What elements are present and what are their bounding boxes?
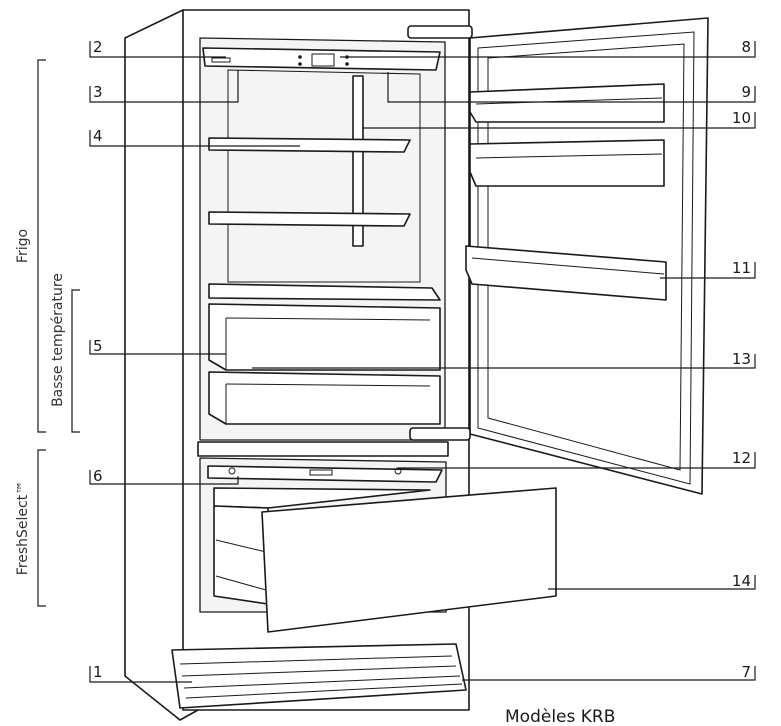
- drawer-rail: [215, 539, 267, 553]
- leader-8: [340, 41, 756, 58]
- bin-edge: [475, 153, 663, 159]
- shelf-over-drawers: [208, 283, 441, 301]
- callout-4: 4: [93, 127, 103, 145]
- grille-slat: [181, 665, 457, 677]
- callout-10: 10: [732, 109, 751, 127]
- door-bin-2: [469, 139, 665, 187]
- leader-7: [462, 666, 756, 681]
- section-label-frigo: Frigo: [15, 229, 31, 263]
- leader-14: [548, 575, 756, 590]
- callout-7: 7: [741, 663, 751, 681]
- leader-11: [660, 262, 756, 279]
- drawer-edge: [225, 317, 431, 321]
- leader-13: [252, 354, 756, 369]
- callout-numbers: 2 3 4 5 6 1 8 9 10 11 12 13 14 7: [93, 38, 751, 681]
- bin-edge: [471, 257, 665, 275]
- glass-shelf-upper: [208, 137, 411, 153]
- control-dot: [345, 62, 349, 66]
- bin-edge: [475, 97, 663, 105]
- door-bin-3: [465, 245, 667, 301]
- bracket-basse: [71, 289, 80, 433]
- freshselect-knob: [228, 467, 236, 475]
- callout-lines: [89, 41, 756, 683]
- leader-5: [89, 340, 226, 355]
- drawer-edge: [225, 383, 431, 387]
- leader-9: [387, 72, 756, 103]
- callout-2: 2: [93, 38, 103, 56]
- model-caption: Modèles KRB: [505, 707, 615, 726]
- callout-9: 9: [741, 83, 751, 101]
- grille-slat: [179, 655, 453, 665]
- control-display: [311, 53, 335, 67]
- drawer-rail: [215, 575, 267, 591]
- section-brackets: Frigo Basse température FreshSelect™: [15, 59, 80, 607]
- door-bin-1: [469, 83, 665, 123]
- door-liner-inner: [487, 43, 685, 471]
- leader-1: [89, 666, 192, 683]
- low-temp-drawer-upper: [208, 303, 441, 371]
- freshselect-drawer-side: [213, 505, 269, 605]
- bottom-grille: [171, 643, 467, 709]
- leader-10: [362, 112, 756, 129]
- callout-5: 5: [93, 337, 103, 355]
- leader-2: [89, 41, 226, 58]
- grille-slat: [183, 675, 461, 689]
- leader-12: [398, 452, 756, 469]
- fridge-door: [407, 17, 709, 495]
- callout-1: 1: [93, 663, 103, 681]
- callout-11: 11: [732, 259, 751, 277]
- leader-6: [89, 470, 239, 485]
- freshselect-drawer-front: [261, 487, 557, 633]
- freshselect-control-strip: [207, 465, 443, 483]
- bracket-fresh: [37, 449, 46, 607]
- callout-8: 8: [741, 38, 751, 56]
- freshselect-indicator: [309, 469, 333, 476]
- callout-13: 13: [732, 350, 751, 368]
- callout-3: 3: [93, 83, 103, 101]
- rear-support-column: [352, 75, 364, 247]
- bracket-frigo: [37, 59, 46, 433]
- control-dot: [298, 62, 302, 66]
- callout-12: 12: [732, 449, 751, 467]
- interior-back-wall: [227, 69, 421, 283]
- lower-hinge: [409, 427, 471, 441]
- callout-14: 14: [732, 572, 751, 590]
- leader-4: [89, 130, 300, 147]
- control-dot: [298, 55, 302, 59]
- glass-shelf-middle: [208, 211, 411, 227]
- control-panel: [202, 47, 441, 71]
- leader-3: [89, 70, 239, 103]
- upper-hinge: [407, 25, 473, 39]
- section-label-fresh: FreshSelect™: [15, 481, 31, 575]
- grille-slat: [185, 683, 463, 699]
- callout-6: 6: [93, 467, 103, 485]
- control-slot: [211, 57, 231, 63]
- low-temp-drawer-lower: [208, 371, 441, 425]
- cabinet: [124, 9, 557, 721]
- door-liner: [477, 31, 695, 485]
- compartment-divider: [197, 441, 449, 457]
- section-label-basse: Basse température: [50, 273, 66, 407]
